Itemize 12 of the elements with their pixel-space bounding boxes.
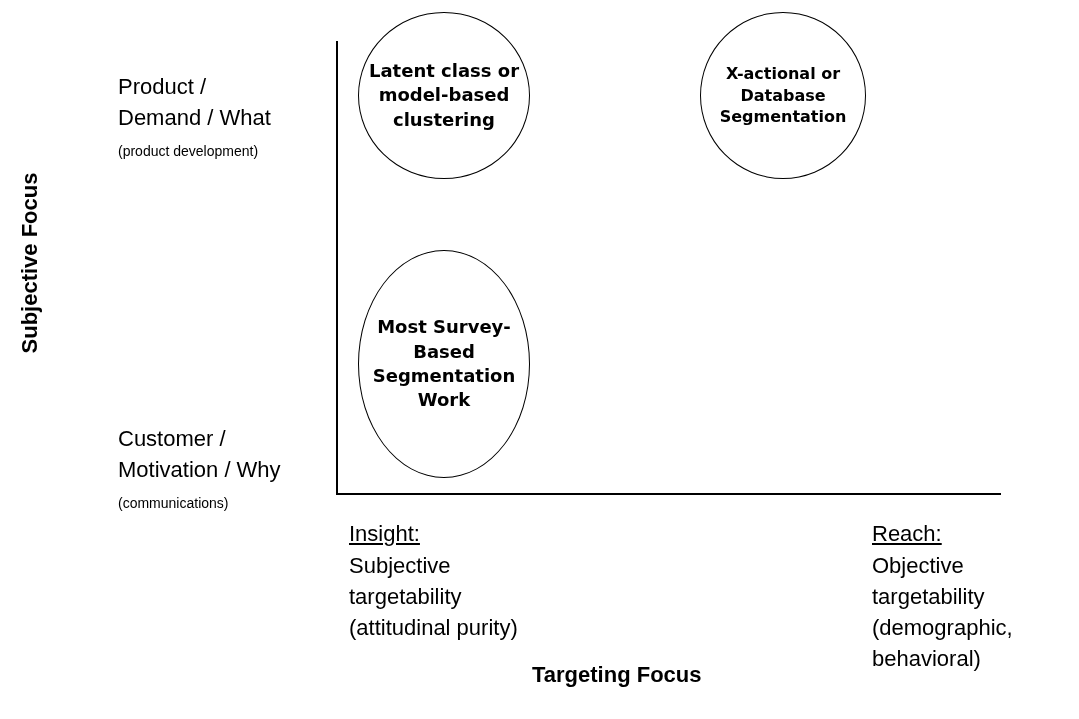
axis-category-label: Product / Demand / What [118,74,271,130]
axis-title: Subjective Focus [17,171,43,356]
axis-category-label: Customer / Motivation / Why [118,426,281,482]
axis-category-note: (communications) [118,495,229,511]
ellipse-node: X-actional or Database Segmentation [700,12,866,179]
axis-title: Targeting Focus [532,662,702,688]
axis-category-label: Reach: [872,521,942,546]
axis-category-label: Insight: [349,521,420,546]
ellipse-node: Latent class or model-based clustering [358,12,530,179]
axis-category-note: Subjective targetability (attitudinal purity) [349,552,519,642]
axis-category-note: Objective targetability (demographic, behavioral) [872,552,1014,673]
axis-category-note: (product development) [118,143,259,159]
